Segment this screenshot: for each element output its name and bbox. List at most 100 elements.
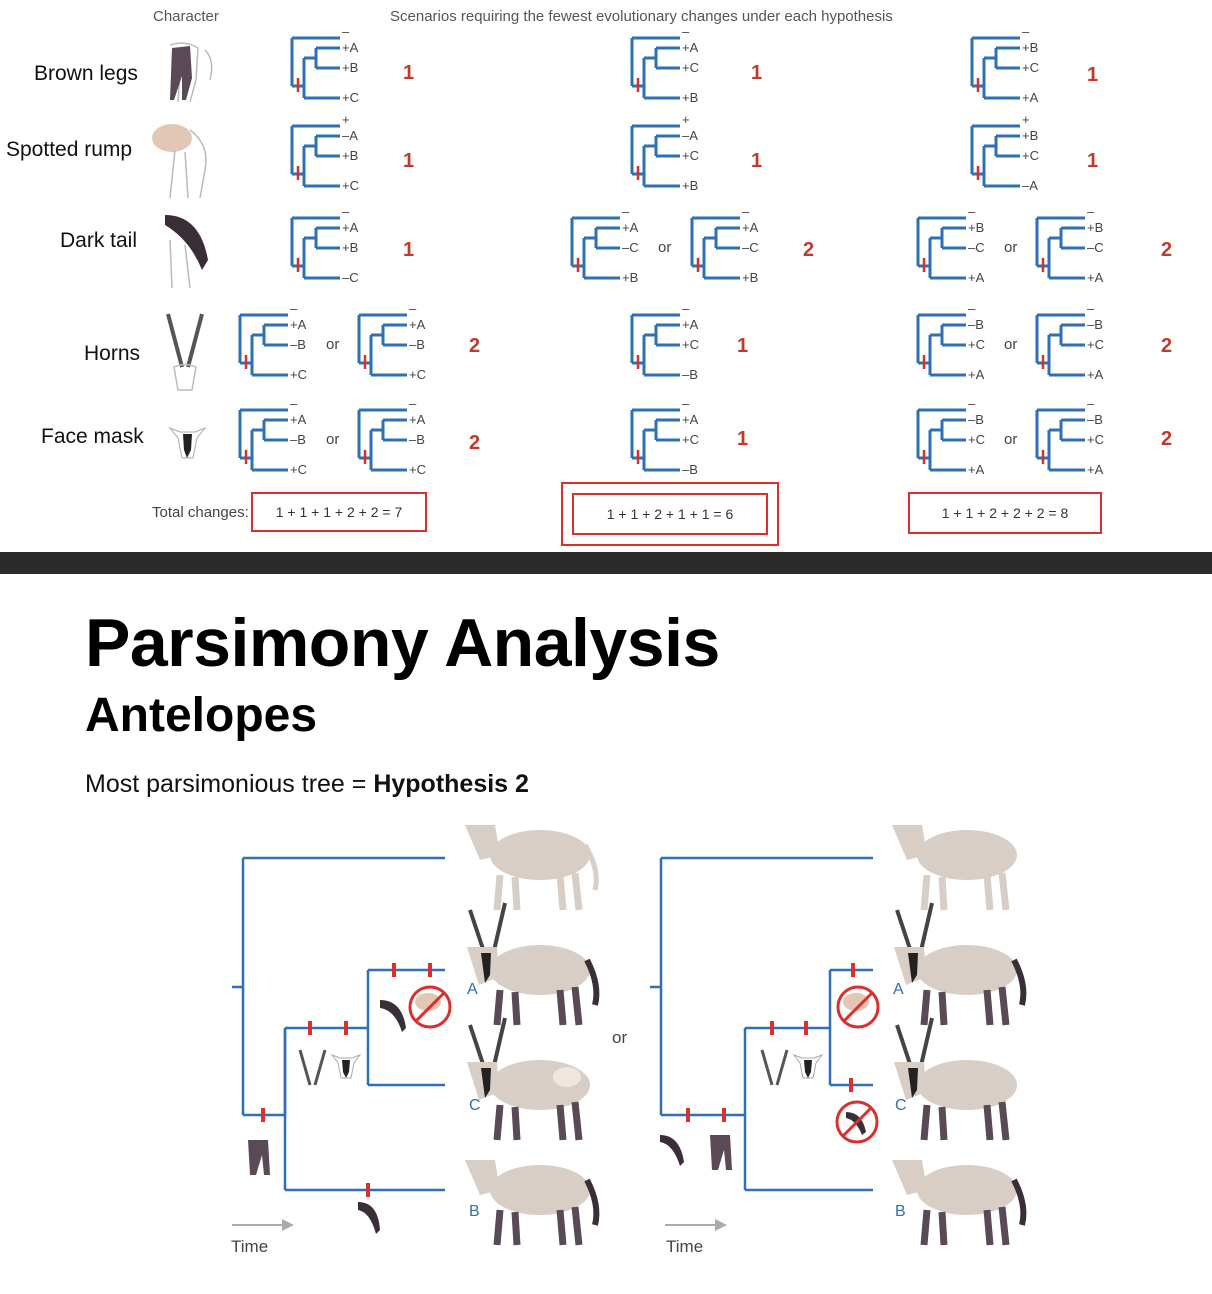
tail-change-icon-upper [380, 1000, 406, 1032]
mini-tree-h2-row2-0: –+A–C+B [570, 204, 639, 285]
right-horns-icon [760, 1049, 789, 1086]
mini-tree-label: –B [409, 432, 425, 447]
or-label-h1-face: or [326, 431, 340, 448]
mini-tree-label: +A [1087, 367, 1104, 382]
mini-tree-h3-row3-1: ––B +C +A [1035, 301, 1104, 382]
total-changes-label: Total changes: [152, 504, 249, 521]
mini-tree-h3-row4-1: ––B+C+A [1035, 396, 1104, 477]
big-tree-left [232, 856, 452, 1234]
mini-tree-label: –B [968, 412, 984, 427]
char-label-horns: Horns [84, 342, 141, 365]
char-label-face-mask: Face mask [41, 425, 144, 448]
tail-change-icon-lower [358, 1202, 380, 1234]
mini-tree-label: +C [1087, 337, 1104, 352]
slide-divider [0, 552, 1212, 574]
mini-tree-label: –B [682, 367, 698, 382]
right-tip-label-a: A [893, 981, 904, 998]
mini-tree-h1-row3-1: –+A–B+C [357, 301, 426, 382]
mini-tree-h1-row4-1: –+A –B +C [357, 396, 426, 477]
mini-tree-label: – [342, 24, 350, 39]
antelope-outgroup-icon-right [892, 825, 1017, 911]
mini-tree-label: +A [968, 270, 985, 285]
count-h1-face-mask: 2 [469, 432, 481, 454]
right-no-tail-icon [835, 1100, 879, 1144]
antelope-c-icon [467, 1017, 590, 1141]
mini-tree-label: + [1022, 112, 1030, 127]
mini-tree-label: – [1087, 301, 1095, 316]
count-h1-spotted-rump: 1 [403, 150, 415, 172]
mini-tree-label: +A [682, 40, 699, 55]
slide-subtitle: Antelopes [85, 689, 318, 742]
or-label-h3-horns: or [1004, 336, 1018, 353]
brown-legs-icon [169, 42, 213, 103]
right-tip-label-c: C [895, 1097, 907, 1114]
mini-tree-label: +C [1022, 60, 1039, 75]
or-label-h3-tail: or [1004, 239, 1018, 256]
mini-tree-h1-row2-0: –+A+B–C [290, 204, 359, 285]
mini-tree-label: +B [1087, 220, 1103, 235]
horns-icon [166, 313, 204, 391]
mini-tree-h1-row0-0: –+A+B+C [290, 24, 359, 105]
mini-tree-label: +A [409, 412, 426, 427]
mini-tree-label: –B [1087, 317, 1103, 332]
right-tail-legs-icons [660, 1135, 732, 1170]
no-rump-icon [408, 985, 452, 1029]
antelope-c-icon-right [894, 1017, 1017, 1141]
mini-tree-label: +B [682, 90, 698, 105]
char-label-dark-tail: Dark tail [60, 229, 138, 252]
mini-tree-label: +C [682, 60, 699, 75]
mini-tree-h3-row4-0: ––B+C+A [916, 396, 985, 477]
mini-tree-h2-row4-0: –+A+C–B [630, 396, 699, 477]
mini-tree-label: – [290, 301, 298, 316]
mini-tree-label: +C [409, 367, 426, 382]
mini-tree-h2-row1-0: +–A+C+B [630, 112, 699, 193]
count-h3-horns: 2 [1161, 335, 1173, 357]
mini-tree-label: +B [1022, 128, 1038, 143]
mini-tree-label: +C [342, 90, 359, 105]
spotted-rump-icon [152, 124, 207, 199]
count-h3-brown-legs: 1 [1087, 64, 1099, 86]
count-h2-horns: 1 [737, 335, 749, 357]
mini-tree-label: – [622, 204, 630, 219]
mini-tree-label: +A [968, 367, 985, 382]
mini-tree-label: + [342, 112, 350, 127]
mini-tree-h3-row0-0: –+B+C+A [970, 24, 1039, 105]
mini-tree-label: –B [290, 337, 306, 352]
mini-tree-h1-row4-0: –+A–B+C [238, 396, 307, 477]
count-h3-spotted-rump: 1 [1087, 150, 1099, 172]
mini-tree-label: – [1087, 396, 1095, 411]
antelope-column-right [892, 825, 1027, 1246]
mini-tree-label: – [409, 396, 417, 411]
count-h3-face-mask: 2 [1161, 428, 1173, 450]
mini-tree-label: +C [682, 337, 699, 352]
mini-tree-label: +C [968, 337, 985, 352]
mini-tree-label: – [342, 204, 350, 219]
mini-tree-label: +C [409, 462, 426, 477]
mini-tree-label: +A [290, 317, 307, 332]
mini-tree-h3-row2-1: –+B–C+A [1035, 204, 1104, 285]
count-h2-dark-tail: 2 [803, 239, 815, 261]
mini-tree-label: +A [682, 317, 699, 332]
mini-tree-label: –C [742, 240, 759, 255]
or-label-h3-face: or [1004, 431, 1018, 448]
mini-tree-label: +B [742, 270, 758, 285]
mini-tree-h3-row2-0: –+B–C+A [916, 204, 985, 285]
dark-tail-icon [165, 215, 208, 289]
mini-tree-label: +C [290, 462, 307, 477]
antelope-column-left [465, 825, 600, 1246]
mini-tree-label: – [968, 301, 976, 316]
mini-tree-label: – [742, 204, 750, 219]
count-h3-dark-tail: 2 [1161, 239, 1173, 261]
left-time-label: Time [231, 1237, 269, 1256]
mini-tree-label: +A [1087, 270, 1104, 285]
total-h2-box-outer: 1 + 1 + 2 + 1 + 1 = 6 [561, 482, 779, 546]
conclusion-text: Most parsimonious tree = Hypothesis 2 [85, 770, 529, 799]
mini-tree-label: –B [290, 432, 306, 447]
mini-tree-label: +A [1022, 90, 1039, 105]
character-header: Character [153, 8, 219, 25]
right-time-arrow-icon [665, 1219, 727, 1231]
right-mask-icon [792, 1053, 824, 1079]
mini-tree-label: +B [342, 60, 358, 75]
mini-tree-label: – [1087, 204, 1095, 219]
mini-tree-label: +A [342, 220, 359, 235]
